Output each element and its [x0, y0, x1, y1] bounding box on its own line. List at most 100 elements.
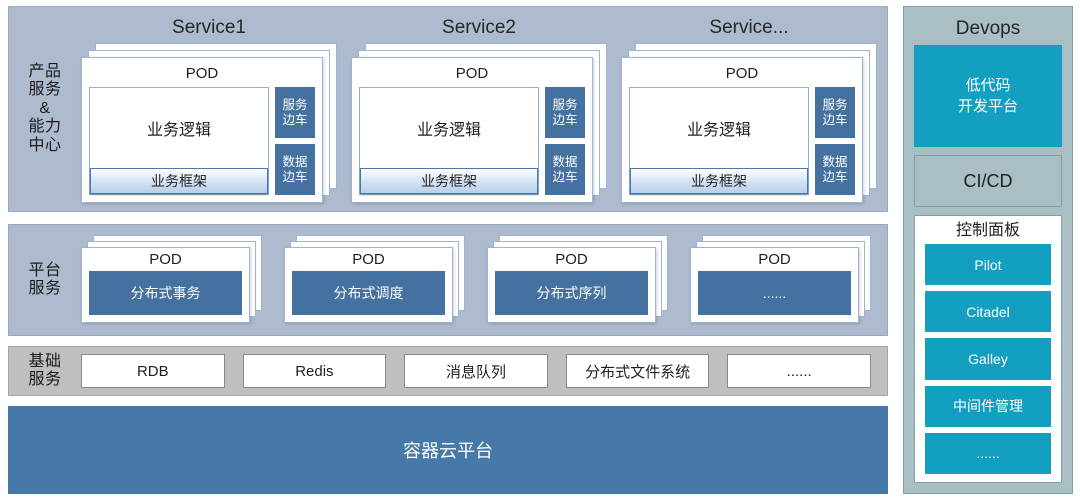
- cicd-box[interactable]: CI/CD: [914, 155, 1062, 207]
- pod-card[interactable]: POD 业务逻辑 业务框架 服务: [621, 57, 863, 203]
- control-button-galley[interactable]: Galley: [925, 338, 1051, 380]
- sidecar-line: 服务: [282, 98, 308, 113]
- label-line: 基础: [28, 352, 62, 370]
- pod-label: POD: [149, 251, 182, 268]
- pod-stack: POD 业务逻辑 业务框架 服务: [621, 43, 877, 203]
- pod-stack: POD 业务逻辑 业务框架 服务: [81, 43, 337, 203]
- pod-stack: POD 业务逻辑 业务框架 服务: [351, 43, 607, 203]
- label-line: 平台: [28, 261, 62, 279]
- service-column-2[interactable]: Service2 POD 业务逻辑 业务框架: [351, 13, 607, 203]
- sidecar-line: 服务: [552, 98, 578, 113]
- platform-pod-3[interactable]: POD 分布式序列: [487, 235, 668, 323]
- layer-platform-service-label: 平台 服务: [9, 225, 81, 335]
- service-title: Service2: [442, 17, 516, 38]
- control-button-more[interactable]: ......: [925, 432, 1051, 475]
- control-button-middleware-management[interactable]: 中间件管理: [925, 385, 1051, 427]
- pod-content: 业务逻辑 业务框架 服务 边车: [629, 87, 855, 195]
- business-logic-box[interactable]: 业务逻辑: [90, 88, 268, 168]
- service-sidecar-box[interactable]: 服务 边车: [815, 87, 855, 138]
- layer-product-service: 产品 服务 & 能力 中心 Service1 POD: [8, 6, 888, 212]
- service-sidecar-box[interactable]: 服务 边车: [545, 87, 585, 138]
- control-panel: 控制面板 Pilot Citadel Galley 中间件管理 ......: [914, 215, 1062, 483]
- infra-item-distributed-filesystem[interactable]: 分布式文件系统: [565, 354, 710, 388]
- service-sidecar-box[interactable]: 服务 边车: [275, 87, 315, 138]
- control-panel-title: 控制面板: [955, 222, 1020, 239]
- pod-card[interactable]: POD 业务逻辑 业务框架 服务: [351, 57, 593, 203]
- pod-label: POD: [455, 65, 489, 82]
- lowcode-platform-box[interactable]: 低代码 开发平台: [914, 45, 1062, 147]
- layer-platform-service: 平台 服务 POD 分布式事务: [8, 224, 888, 336]
- platform-pod-1[interactable]: POD 分布式事务: [81, 235, 262, 323]
- label-line: &: [39, 99, 51, 117]
- business-column: 业务逻辑 业务框架: [629, 87, 809, 195]
- pod-card[interactable]: POD 分布式事务: [81, 247, 250, 323]
- data-sidecar-box[interactable]: 数据 边车: [545, 144, 585, 195]
- lowcode-line: 开发平台: [957, 98, 1018, 115]
- service-title: Service...: [709, 17, 789, 38]
- control-button-citadel[interactable]: Citadel: [925, 291, 1051, 333]
- layers-column: 产品 服务 & 能力 中心 Service1 POD: [8, 6, 888, 494]
- pod-label: POD: [352, 251, 385, 268]
- pod-content: 业务逻辑 业务框架 服务 边车: [89, 87, 315, 195]
- layer-container-cloud-platform[interactable]: 容器云平台: [8, 406, 888, 494]
- data-sidecar-box[interactable]: 数据 边车: [275, 144, 315, 195]
- pod-card[interactable]: POD 分布式序列: [487, 247, 656, 323]
- service-title: Service1: [172, 17, 246, 38]
- sidecar-line: 数据: [552, 155, 578, 170]
- layer-infrastructure-service-label: 基础 服务: [9, 347, 81, 395]
- infra-item-redis[interactable]: Redis: [242, 354, 387, 388]
- control-panel-buttons: Pilot Citadel Galley 中间件管理 ......: [925, 244, 1051, 475]
- business-column: 业务逻辑 业务框架: [89, 87, 269, 195]
- layer-product-service-label: 产品 服务 & 能力 中心: [9, 7, 81, 211]
- pod-label: POD: [185, 65, 219, 82]
- sidecar-line: 边车: [282, 112, 308, 127]
- platform-pod-4[interactable]: POD ......: [690, 235, 871, 323]
- label-line: 中心: [28, 136, 62, 154]
- service-columns: Service1 POD 业务逻辑 业务框架: [81, 7, 887, 211]
- sidecar-column: 服务 边车 数据 边车: [275, 87, 315, 195]
- sidecar-line: 边车: [282, 169, 308, 184]
- control-button-pilot[interactable]: Pilot: [925, 244, 1051, 286]
- business-column: 业务逻辑 业务框架: [359, 87, 539, 195]
- infra-item-rdb[interactable]: RDB: [81, 354, 225, 388]
- service-column-3[interactable]: Service... POD 业务逻辑 业务框架: [621, 13, 877, 203]
- infra-item-more[interactable]: ......: [727, 354, 871, 388]
- business-framework-box[interactable]: 业务框架: [90, 168, 268, 194]
- pod-card[interactable]: POD ......: [690, 247, 859, 323]
- business-logic-box[interactable]: 业务逻辑: [360, 88, 538, 168]
- sidecar-line: 数据: [822, 155, 848, 170]
- label-line: 服务: [28, 280, 62, 297]
- pod-card[interactable]: POD 分布式调度: [284, 247, 453, 323]
- sidecar-line: 数据: [282, 155, 308, 170]
- pod-label: POD: [555, 251, 588, 268]
- label-line: 产品: [28, 63, 62, 81]
- pod-content: 业务逻辑 业务框架 服务 边车: [359, 87, 585, 195]
- layer-infrastructure-service: 基础 服务 RDB Redis 消息队列 分布式文件系统 ......: [8, 346, 888, 396]
- pod-label: POD: [725, 65, 759, 82]
- data-sidecar-box[interactable]: 数据 边车: [815, 144, 855, 195]
- label-line: 能力: [28, 118, 62, 136]
- devops-panel: Devops 低代码 开发平台 CI/CD 控制面板 Pilot Citadel…: [903, 6, 1073, 494]
- devops-title: Devops: [955, 18, 1021, 39]
- platform-service-box[interactable]: ......: [698, 271, 851, 315]
- platform-pod-2[interactable]: POD 分布式调度: [284, 235, 465, 323]
- business-framework-box[interactable]: 业务框架: [360, 168, 538, 194]
- platform-pod-columns: POD 分布式事务 POD 分布式调度: [81, 225, 887, 335]
- platform-service-box[interactable]: 分布式事务: [89, 271, 242, 315]
- sidecar-column: 服务 边车 数据 边车: [815, 87, 855, 195]
- platform-service-box[interactable]: 分布式序列: [495, 271, 648, 315]
- business-framework-box[interactable]: 业务框架: [630, 168, 808, 194]
- platform-service-box[interactable]: 分布式调度: [292, 271, 445, 315]
- pod-label: POD: [758, 251, 791, 268]
- sidecar-line: 边车: [552, 169, 578, 184]
- pod-card[interactable]: POD 业务逻辑 业务框架 服务: [81, 57, 323, 203]
- lowcode-line: 低代码: [965, 77, 1011, 94]
- infra-item-message-queue[interactable]: 消息队列: [404, 354, 548, 388]
- sidecar-line: 服务: [822, 98, 848, 113]
- sidecar-line: 边车: [822, 112, 848, 127]
- sidecar-line: 边车: [552, 112, 578, 127]
- label-line: 服务: [28, 371, 62, 388]
- service-column-1[interactable]: Service1 POD 业务逻辑 业务框架: [81, 13, 337, 203]
- business-logic-box[interactable]: 业务逻辑: [630, 88, 808, 168]
